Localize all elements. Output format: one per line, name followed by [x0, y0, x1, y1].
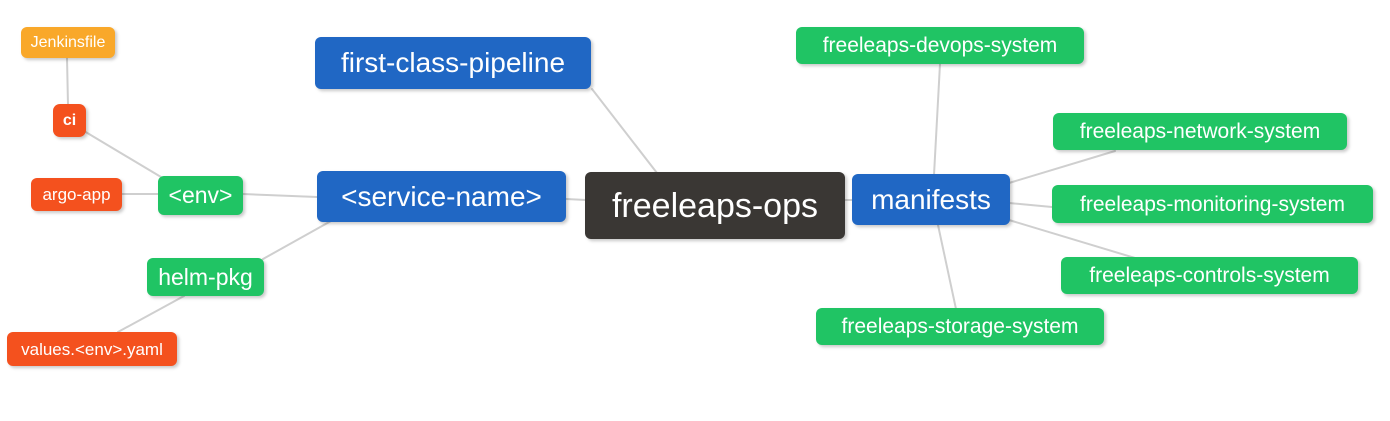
edge-values-env-yaml-to-helm-pkg [117, 295, 185, 333]
edge-first-class-pipeline-to-freeleaps-ops [591, 88, 658, 174]
edge-manifests-to-freeleaps-controls-system [1008, 219, 1136, 259]
edge-manifests-to-freeleaps-devops-system [933, 63, 941, 176]
node-values-env-yaml[interactable]: values.<env>.yaml [7, 332, 177, 366]
edge-manifests-to-freeleaps-storage-system [937, 224, 957, 310]
node-freeleaps-devops-system[interactable]: freeleaps-devops-system [796, 27, 1084, 64]
edge-manifests-to-freeleaps-network-system [1008, 150, 1116, 184]
node-helm-pkg[interactable]: helm-pkg [147, 258, 264, 296]
edge-ci-to-env [83, 130, 162, 178]
edge-manifests-to-freeleaps-monitoring-system [1008, 202, 1053, 208]
edge-helm-pkg-to-service-name [262, 220, 332, 260]
node-service-name[interactable]: <service-name> [317, 171, 566, 222]
node-manifests[interactable]: manifests [852, 174, 1010, 225]
node-env[interactable]: <env> [158, 176, 243, 215]
node-first-class-pipeline[interactable]: first-class-pipeline [315, 37, 591, 89]
node-freeleaps-monitoring-system[interactable]: freeleaps-monitoring-system [1052, 185, 1373, 223]
edge-env-to-service-name [242, 193, 318, 198]
node-freeleaps-network-system[interactable]: freeleaps-network-system [1053, 113, 1347, 150]
node-ci[interactable]: ci [53, 104, 86, 137]
node-freeleaps-storage-system[interactable]: freeleaps-storage-system [816, 308, 1104, 345]
node-freeleaps-ops[interactable]: freeleaps-ops [585, 172, 845, 239]
edge-jenkinsfile-to-ci [66, 57, 69, 106]
node-argo-app[interactable]: argo-app [31, 178, 122, 211]
node-jenkinsfile[interactable]: Jenkinsfile [21, 27, 115, 58]
edge-service-name-to-freeleaps-ops [565, 198, 587, 201]
node-freeleaps-controls-system[interactable]: freeleaps-controls-system [1061, 257, 1358, 294]
